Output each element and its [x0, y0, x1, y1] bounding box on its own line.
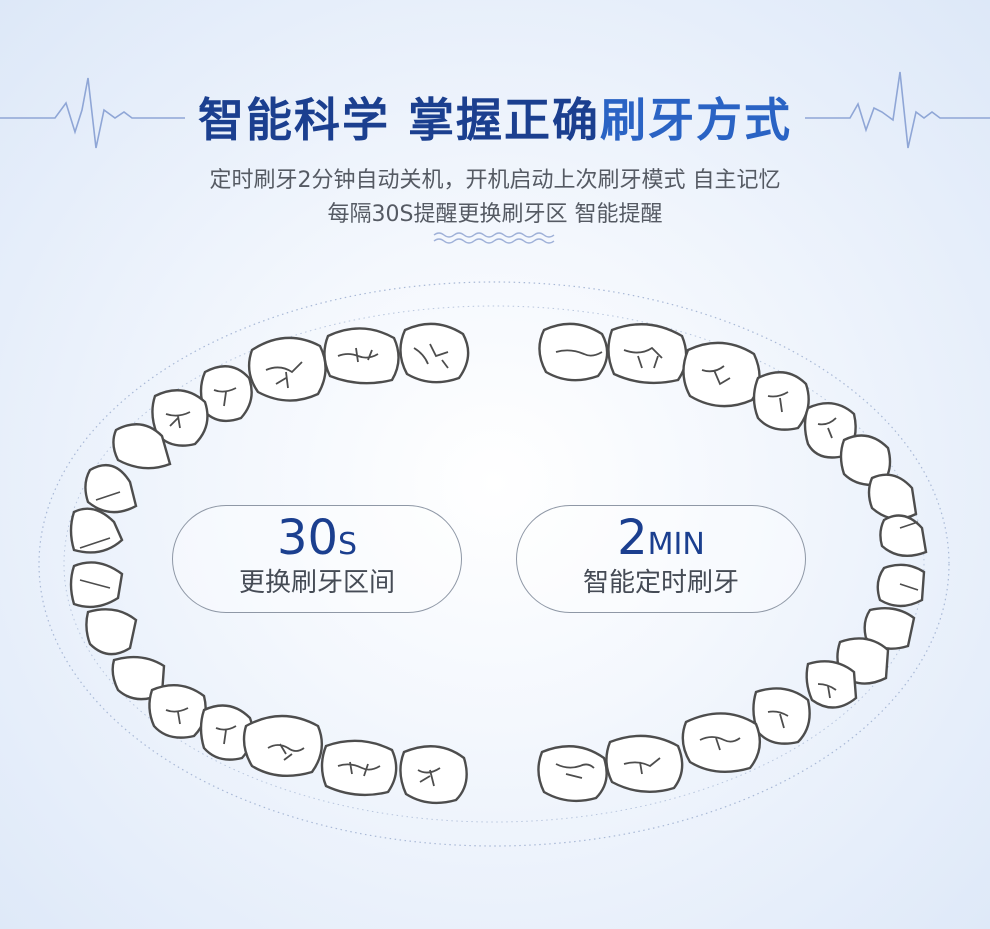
heartbeat-line-left-icon: [0, 77, 185, 149]
teeth-lower-right-grooves: [555, 683, 837, 779]
teeth-front-notches: [79, 491, 919, 591]
interval-unit: S: [338, 527, 358, 562]
title-part-3: 刷牙方式: [600, 93, 792, 147]
timer-unit: MIN: [647, 527, 705, 562]
interval-label: 更换刷牙区间: [238, 568, 395, 598]
dotted-oval-frame: [38, 281, 950, 847]
title-part-2: 掌握正确: [408, 93, 600, 147]
wave-divider-icon: [433, 232, 555, 244]
heartbeat-line-right-icon: [805, 71, 990, 149]
teeth-upper-right-grooves: [555, 346, 837, 439]
teeth-upper-right-icon: [538, 322, 928, 558]
title-part-1: 智能科学: [197, 93, 390, 147]
brush-zone-interval-badge: 30S 更换刷牙区间: [172, 505, 462, 613]
timer-label: 智能定时刷牙: [582, 568, 739, 598]
timer-value: 2MIN: [517, 510, 805, 573]
subtitle-line-1: 定时刷牙2分钟自动关机，开机启动上次刷牙模式 自主记忆: [209, 168, 781, 193]
interval-value: 30S: [173, 510, 461, 573]
timer-number: 2: [617, 510, 648, 566]
page-title: 智能科学 掌握正确刷牙方式: [0, 84, 990, 150]
teeth-upper-left-grooves: [165, 343, 449, 429]
teeth-lower-left-grooves: [165, 707, 441, 787]
smart-timer-badge: 2MIN 智能定时刷牙: [516, 505, 806, 613]
teeth-lower-left-icon: [69, 561, 468, 805]
interval-number: 30: [276, 510, 339, 566]
subtitle-line-2: 每隔30S提醒更换刷牙区 智能提醒: [327, 202, 663, 227]
